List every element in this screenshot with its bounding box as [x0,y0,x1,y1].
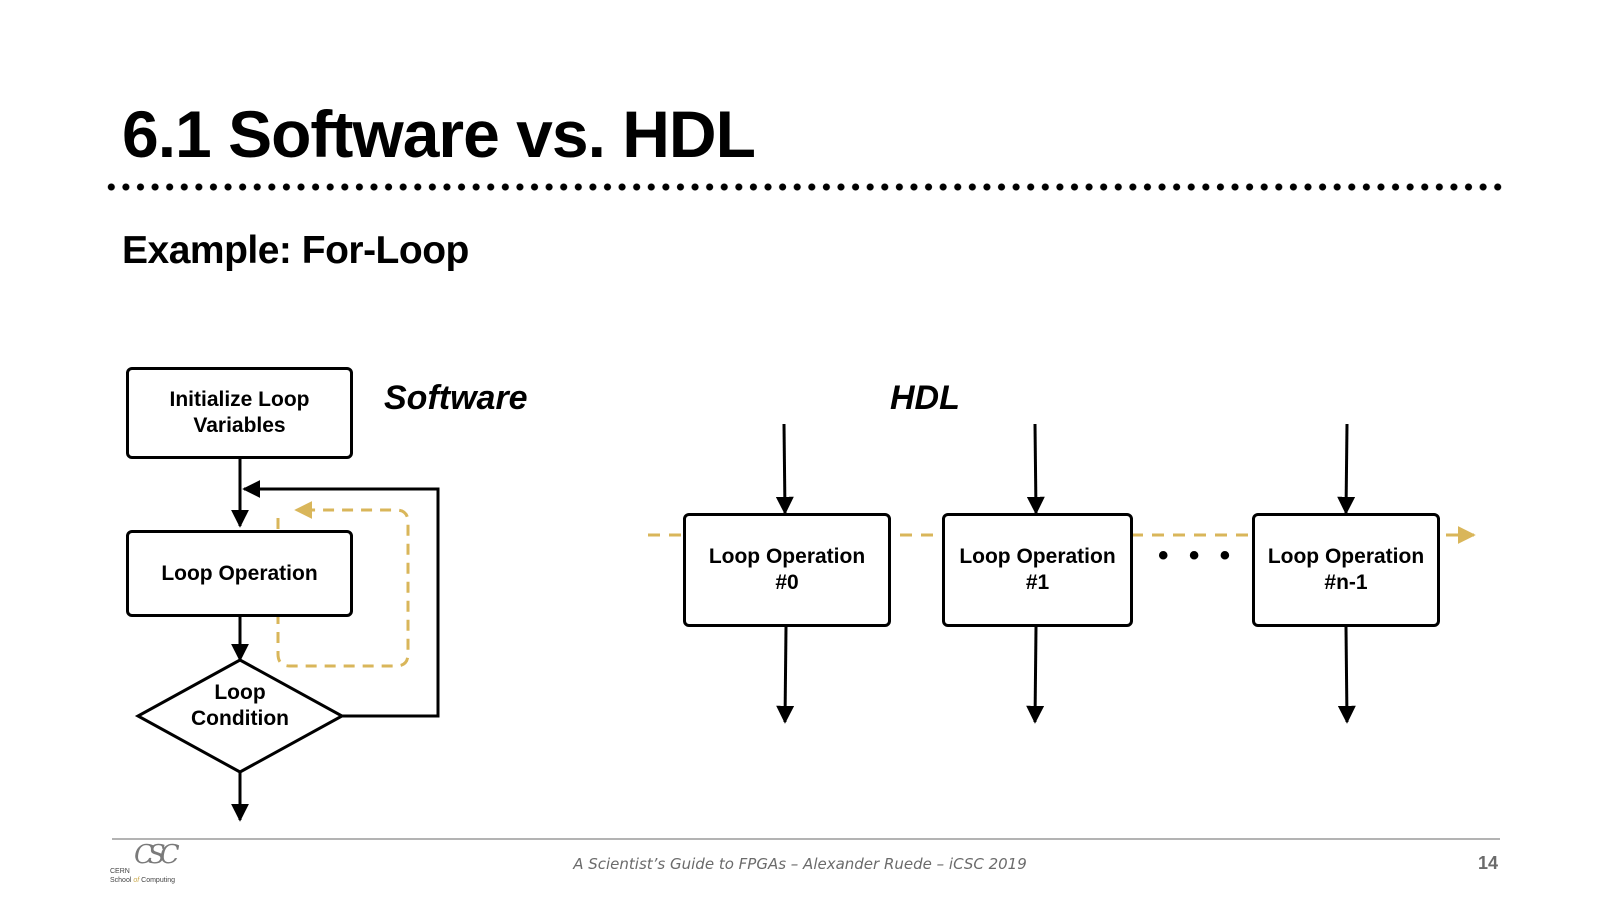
slide-subtitle: Example: For-Loop [122,229,469,272]
arrow-loop-back [242,480,440,718]
arrow-out-opn1 [1337,626,1356,724]
csc-logo: CSC CERN School of Computing [110,840,200,890]
arrow-in-opn1 [1337,423,1356,515]
arrow-in-op1 [1026,423,1045,515]
dashed-loop-indicator [276,501,410,668]
dotted-divider [104,182,1504,192]
footer-divider [112,838,1500,840]
csc-logo-mark: CSC [134,840,180,870]
hdl-loop-operation-n-1: Loop Operation #n-1 [1252,513,1440,627]
init-loop-variables-box: Initialize Loop Variables [126,367,353,459]
ellipsis: • • • [1158,539,1237,572]
arrow-out-op1 [1026,626,1045,724]
logo-school-text: School of Computing [110,877,176,884]
slide-title: 6.1 Software vs. HDL [122,97,756,171]
logo-cern-text: CERN [110,868,130,875]
hdl-label: HDL [890,379,960,417]
page-number: 14 [1477,853,1498,873]
software-label: Software [384,379,528,417]
hdl-loop-operation-0: Loop Operation #0 [683,513,891,627]
hdl-loop-operation-1: Loop Operation #1 [942,513,1133,627]
arrow-out-op0 [776,626,795,724]
footer-caption: A Scientist’s Guide to FPGAs – Alexander… [573,855,1027,873]
loop-operation-box: Loop Operation [126,530,353,617]
loop-condition-label: Loop Condition [191,681,289,730]
arrow-in-op0 [775,423,794,515]
